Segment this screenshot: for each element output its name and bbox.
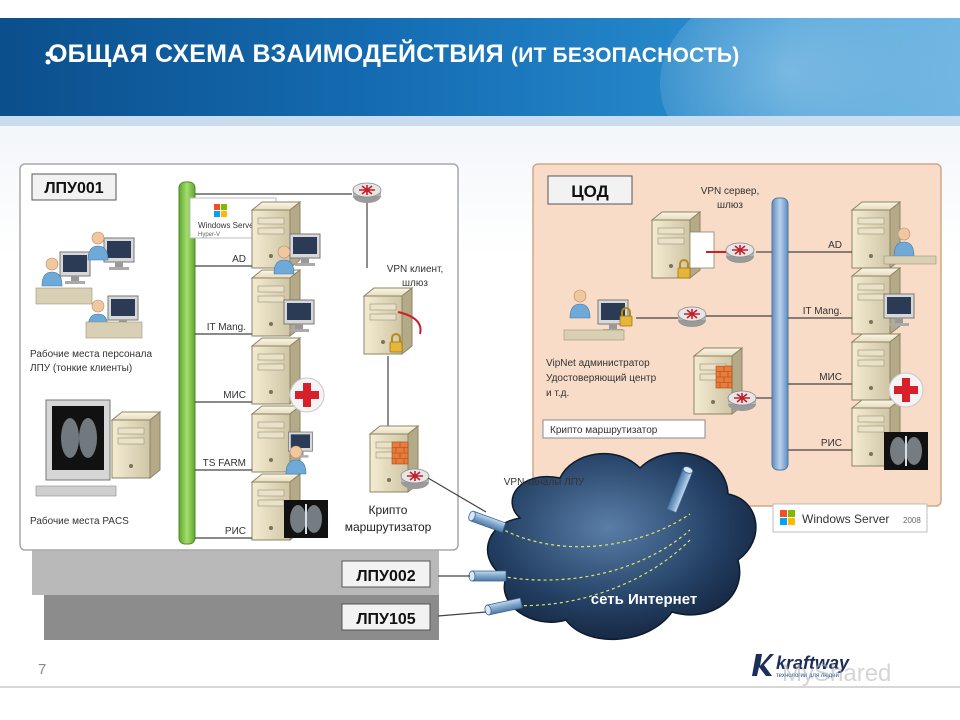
lpu-server-label-0: AD <box>232 254 246 265</box>
vpn-server-label-2: шлюз <box>717 200 743 211</box>
cod-server-stack <box>851 201 901 467</box>
lpu002-tag <box>341 560 431 588</box>
cod-network-bus <box>771 197 789 471</box>
pacs-workstation-icon <box>35 399 161 497</box>
lpu105-label: ЛПУ105 <box>356 611 415 628</box>
vpn-channels-label: VPN каналы ЛПУ <box>504 477 585 488</box>
windows-server-logo-icon <box>780 510 795 525</box>
header-banner <box>0 18 960 116</box>
lpu-crypto-router-icon <box>400 468 430 490</box>
staff-workstations-label-2: ЛПУ (тонкие клиенты) <box>30 363 132 374</box>
vpn-client-label-2: шлюз <box>402 278 428 289</box>
cod-server-label-2: МИС <box>819 372 842 383</box>
cod-ad-admin-icon <box>883 227 937 265</box>
cod-server-label-3: РИС <box>821 438 842 449</box>
lpu002-label: ЛПУ002 <box>356 568 415 585</box>
logo-name: kraftway <box>776 653 850 673</box>
header-band <box>0 116 960 126</box>
lpu-firewall-icon <box>391 441 409 465</box>
vipnet-admin-label-2: Удостоверяющий центр <box>546 373 657 384</box>
watermark: MyShared <box>782 660 892 687</box>
vpn-pipe-lpu105 <box>484 597 523 616</box>
cod-firewall-icon <box>715 365 733 389</box>
lpu-server-label-1: IT Mang. <box>207 322 246 333</box>
globe-decoration <box>660 18 960 116</box>
lpu001-label: ЛПУ001 <box>44 180 103 197</box>
lpu-server-label-4: РИС <box>225 526 246 537</box>
lpu-server-label-2: МИС <box>223 390 246 401</box>
kraftway-mark-icon <box>752 654 774 676</box>
windows-server-badge <box>772 503 928 533</box>
windows-server-version: 2008 <box>903 516 921 525</box>
lpu-server-label-3: TS FARM <box>203 458 246 469</box>
windows-logo-icon <box>214 204 227 217</box>
cod-tag <box>547 175 633 205</box>
internet-label: сеть Интернет <box>591 591 697 608</box>
title-sub: (ИТ БЕЗОПАСНОСТЬ) <box>511 44 740 67</box>
vipnet-admin-icon <box>563 289 629 341</box>
staff-workstations-label-1: Рабочие места персонала <box>30 348 152 360</box>
hyperv-sub: Hyper-V <box>198 232 220 238</box>
kraftway-logo: kraftway технологии для людей <box>752 650 872 680</box>
hyperv-brand: Windows Server <box>198 221 257 230</box>
cod-crypto-label: Крипто маршрутизатор <box>550 425 658 436</box>
windows-server-brand: Windows Server <box>802 512 889 526</box>
admin-router-icon <box>677 306 707 328</box>
cod-server-label-1: IT Mang. <box>803 306 842 317</box>
cod-router-icon <box>725 242 755 264</box>
vpn-client-server-icon <box>363 287 413 355</box>
lpu-crypto-label-1: Крипто <box>369 503 408 517</box>
cod-mis-redcross-icon <box>888 372 924 408</box>
cod-crypto-tag <box>542 419 706 439</box>
vpn-pipe-cod <box>666 466 694 514</box>
lpu105-tag <box>341 603 431 631</box>
mis-redcross-icon <box>289 377 325 413</box>
footer-divider <box>0 686 960 688</box>
vipnet-admin-label-1: VipNet администратор <box>546 358 650 369</box>
pacs-workstations-label: Рабочие места PACS <box>30 515 129 527</box>
vpn-pipe-lpu002 <box>468 570 507 582</box>
lpu-crypto-label-2: маршрутизатор <box>345 520 432 534</box>
lpu-router-icon <box>352 182 382 204</box>
logo-slogan: технологии для людей <box>776 673 839 679</box>
staff-workstations-icon <box>35 231 143 339</box>
vpn-client-label-1: VPN клиент, <box>387 264 444 275</box>
vipnet-admin-label-3: и т.д. <box>546 388 569 399</box>
cod-crypto-router-icon <box>727 390 757 412</box>
lpu001-tag <box>31 173 117 201</box>
page-number: 7 <box>38 661 47 678</box>
vpn-server-label-1: VPN сервер, <box>701 186 760 197</box>
title-main: ОБЩАЯ СХЕМА ВЗАИМОДЕЙСТВИЯ <box>48 40 504 68</box>
lpu-network-bus <box>178 181 196 545</box>
cod-label: ЦОД <box>571 182 609 201</box>
cod-server-label-0: AD <box>828 240 842 251</box>
vpn-pipe-lpu001 <box>468 510 507 533</box>
cod-ris-xray-icon <box>884 432 928 470</box>
ris-xray-icon <box>284 500 328 538</box>
bullet-icon <box>45 51 58 65</box>
slide-title: ОБЩАЯ СХЕМА ВЗАИМОДЕЙСТВИЯ (ИТ БЕЗОПАСНО… <box>48 40 739 69</box>
